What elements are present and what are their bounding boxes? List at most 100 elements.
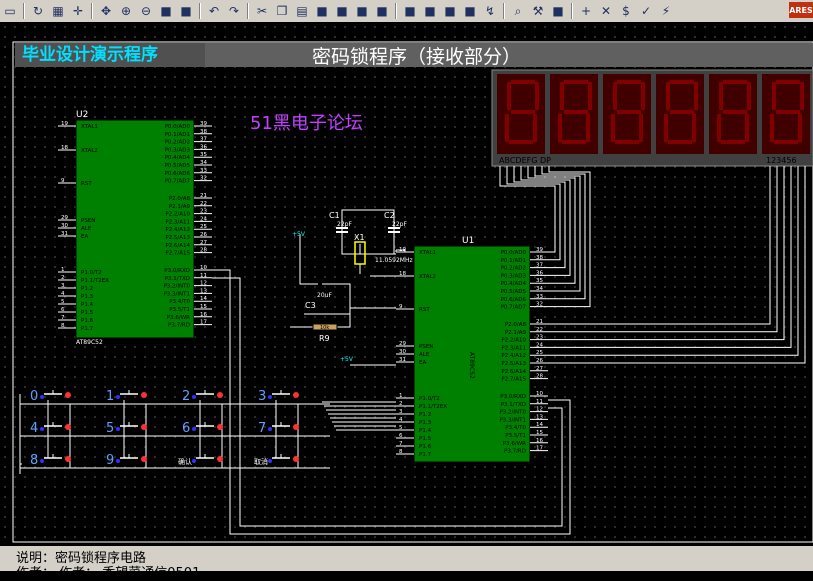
- keypad[interactable]: 0 1 2 3 4 5 6 7 8 9 确认 取消: [30, 389, 299, 468]
- wire-autorouter-icon[interactable]: ↯: [484, 4, 496, 18]
- svg-text:31: 31: [399, 357, 406, 363]
- ares-button[interactable]: ARES: [789, 2, 813, 18]
- seven-segment-display[interactable]: ABCDEFG DP 123456: [491, 69, 813, 167]
- keypad-key[interactable]: 9: [106, 453, 147, 468]
- c1-value: 22pF: [337, 221, 352, 228]
- keypad-key[interactable]: 2: [182, 389, 223, 404]
- u1-ref: U1: [462, 236, 474, 246]
- svg-text:15: 15: [200, 304, 207, 310]
- svg-text:17: 17: [200, 320, 207, 326]
- schematic-canvas[interactable]: 毕业设计演示程序 密码锁程序（接收部分） 51黑电子论坛 ABCDEFG DP …: [0, 22, 813, 546]
- svg-text:EA: EA: [81, 234, 88, 240]
- vcc-label-1: +5V: [292, 231, 306, 238]
- zoom-area-icon[interactable]: ■: [160, 4, 172, 18]
- block-delete-icon[interactable]: ■: [376, 4, 388, 18]
- keypad-key[interactable]: 取消: [254, 454, 299, 466]
- svg-text:7: 7: [258, 421, 266, 436]
- keypad-key[interactable]: 0: [30, 389, 71, 404]
- zoom-out-icon[interactable]: ⊖: [140, 4, 152, 18]
- property-icon[interactable]: ⚒: [532, 4, 544, 18]
- status-description: 说明：密码锁程序电路: [16, 551, 147, 566]
- keypad-key[interactable]: 4: [30, 421, 71, 436]
- make-device-icon[interactable]: ■: [424, 4, 436, 18]
- svg-text:P3.1/TXD: P3.1/TXD: [501, 402, 526, 408]
- svg-text:P1.2: P1.2: [81, 286, 93, 292]
- zoom-in-icon[interactable]: ⊕: [120, 4, 132, 18]
- svg-text:18: 18: [399, 271, 406, 277]
- svg-text:1: 1: [399, 393, 403, 399]
- undo-icon[interactable]: ↶: [208, 4, 220, 18]
- grid-icon[interactable]: ▦: [52, 4, 64, 18]
- svg-text:P2.7/A15: P2.7/A15: [165, 251, 190, 257]
- remove-sheet-icon[interactable]: ✕: [600, 4, 612, 18]
- u1-part: AT89C52: [468, 352, 475, 379]
- svg-text:33: 33: [200, 168, 207, 174]
- block-rotate-icon[interactable]: ■: [356, 4, 368, 18]
- erc-icon[interactable]: ✓: [640, 4, 652, 18]
- keypad-key[interactable]: 6: [182, 421, 223, 436]
- redo-icon[interactable]: ↷: [228, 4, 240, 18]
- sheet-icon[interactable]: ▭: [4, 4, 16, 18]
- svg-text:26: 26: [200, 232, 207, 238]
- svg-text:P2.5/A13: P2.5/A13: [501, 361, 526, 367]
- svg-text:38: 38: [536, 255, 543, 261]
- svg-text:7: 7: [61, 315, 65, 321]
- keypad-key[interactable]: 8: [30, 453, 71, 468]
- zoom-all-icon[interactable]: ■: [180, 4, 192, 18]
- keypad-key[interactable]: 5: [106, 421, 147, 436]
- toolbar-separator: [395, 3, 397, 19]
- netlist-ares-icon[interactable]: ⚡: [661, 4, 671, 18]
- svg-text:10: 10: [536, 391, 543, 397]
- decompose-icon[interactable]: ■: [464, 4, 476, 18]
- search-icon[interactable]: ⌕: [514, 3, 522, 18]
- netlist-icon[interactable]: ■: [552, 4, 564, 18]
- package-icon[interactable]: ■: [444, 4, 456, 18]
- svg-text:8: 8: [399, 449, 403, 455]
- r9-ref: R9: [319, 334, 330, 343]
- svg-text:P3.4/T0: P3.4/T0: [505, 425, 526, 431]
- pick-device-icon[interactable]: ■: [404, 4, 416, 18]
- svg-text:XTAL2: XTAL2: [419, 274, 436, 280]
- pan-icon[interactable]: ✥: [100, 4, 112, 18]
- svg-text:P3.0/RXD: P3.0/RXD: [164, 268, 190, 274]
- svg-text:EA: EA: [419, 360, 426, 366]
- svg-text:36: 36: [536, 270, 543, 276]
- origin-icon[interactable]: ✛: [72, 4, 84, 18]
- block-move-icon[interactable]: ■: [336, 4, 348, 18]
- keypad-key[interactable]: 7: [258, 421, 299, 436]
- display-digit: [550, 74, 598, 154]
- copy-icon[interactable]: ❐: [276, 4, 288, 18]
- svg-text:22: 22: [536, 327, 543, 333]
- keypad-key[interactable]: 1: [106, 389, 147, 404]
- svg-text:27: 27: [200, 240, 207, 246]
- crystal-circuit[interactable]: C1 22pF C2 22pF X1 11.0592MHz +5V C3 20u…: [292, 211, 413, 363]
- new-sheet-icon[interactable]: +: [580, 4, 592, 18]
- paste-icon[interactable]: ▤: [296, 4, 308, 18]
- cut-icon[interactable]: ✂: [256, 4, 268, 18]
- keypad-key[interactable]: 3: [258, 389, 299, 404]
- refresh-icon[interactable]: ↻: [32, 4, 44, 18]
- vcc-label-2: +5V: [340, 356, 354, 363]
- svg-text:24: 24: [200, 216, 207, 222]
- keypad-key[interactable]: 确认: [178, 454, 223, 466]
- banner-title: 毕业设计演示程序: [22, 44, 158, 65]
- segment-pin-label: ABCDEFG DP: [499, 156, 551, 165]
- block-copy-icon[interactable]: ■: [316, 4, 328, 18]
- u2-ref: U2: [76, 110, 88, 120]
- svg-text:XTAL1: XTAL1: [81, 124, 98, 130]
- svg-text:P3.4/T0: P3.4/T0: [169, 299, 190, 305]
- bom-icon[interactable]: $: [622, 4, 630, 18]
- svg-text:确认: 确认: [178, 457, 192, 466]
